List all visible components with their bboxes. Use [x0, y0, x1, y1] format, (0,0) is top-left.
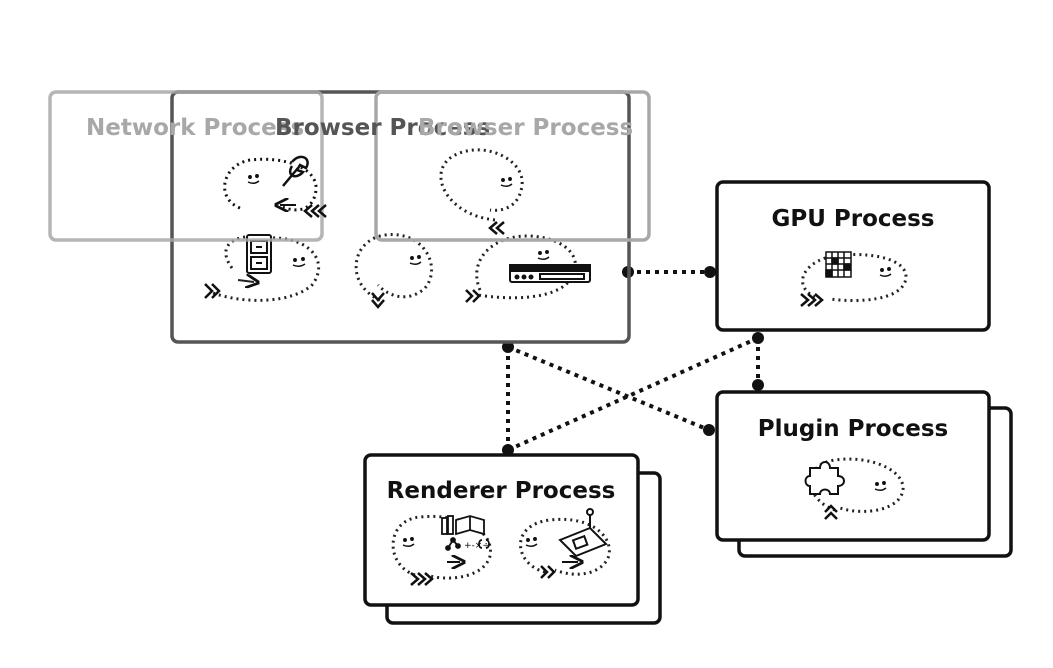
browser-process-label: Browser Process — [275, 115, 490, 141]
puzzle-piece-icon — [804, 461, 845, 495]
connection-renderer-gpu — [507, 336, 759, 452]
grid-chip-icon — [825, 251, 852, 278]
chevron-tail-icon — [371, 292, 385, 309]
wrench-icon — [282, 155, 309, 187]
connection-dots — [502, 266, 764, 456]
browser-process-ghost-box — [374, 90, 651, 242]
chevron-tail-icon — [800, 293, 824, 307]
renderer-process-stack: Renderer Process +-×÷ — [363, 453, 662, 625]
smiley-icon — [525, 537, 538, 548]
connector-dot — [502, 444, 514, 456]
connector-dot — [502, 341, 514, 353]
chevron-tail-icon — [540, 565, 556, 579]
chevron-tail-icon — [465, 289, 481, 303]
chevron-tail-icon — [204, 283, 221, 299]
connector-dot — [703, 424, 715, 436]
file-cabinet-icon — [246, 234, 272, 274]
toolbar-icon — [509, 264, 591, 283]
smiley-icon — [292, 257, 306, 268]
renderer-main-thread: +-×÷ — [391, 514, 492, 586]
network-process-label: Network Process — [86, 115, 304, 141]
chevron-tail-icon — [410, 572, 434, 586]
gpu-process-label: GPU Process — [771, 206, 934, 232]
renderer-process-label: Renderer Process — [387, 478, 616, 504]
smiley-icon — [874, 481, 887, 492]
smiley-icon — [500, 177, 513, 188]
books-science-icon: +-×÷ — [441, 515, 490, 551]
smiley-icon — [879, 267, 892, 278]
network-process-box — [48, 90, 324, 242]
plugin-process-box — [715, 390, 991, 542]
chevron-tail-icon — [303, 204, 327, 218]
connector-dot — [752, 379, 764, 391]
smiley-icon — [402, 537, 415, 548]
connector-dot — [704, 266, 716, 278]
network-thread — [223, 155, 327, 218]
connections — [506, 270, 760, 452]
renderer-worker-thread — [519, 508, 611, 579]
ghost-thread — [439, 148, 524, 235]
connection-browser-plugin — [507, 345, 710, 432]
browser-thread-idle — [354, 233, 434, 309]
smiley-icon — [537, 250, 550, 261]
browser-thread-ui — [465, 234, 591, 303]
chevron-tail-icon — [824, 504, 838, 520]
chevron-tail-icon — [488, 221, 505, 235]
connector-dot — [752, 332, 764, 344]
browser-thread-storage — [204, 234, 321, 302]
tablet-pen-icon — [558, 508, 608, 558]
plugin-process-label: Plugin Process — [758, 416, 948, 442]
browser-process-ghost-label: Browser Process — [418, 115, 633, 141]
gpu-process-box: GPU Process — [715, 180, 991, 332]
svg-text:+-×÷: +-×÷ — [464, 541, 490, 551]
smiley-icon — [247, 174, 260, 185]
plugin-process-stack: Plugin Process — [715, 390, 1013, 558]
smiley-icon — [409, 255, 422, 266]
